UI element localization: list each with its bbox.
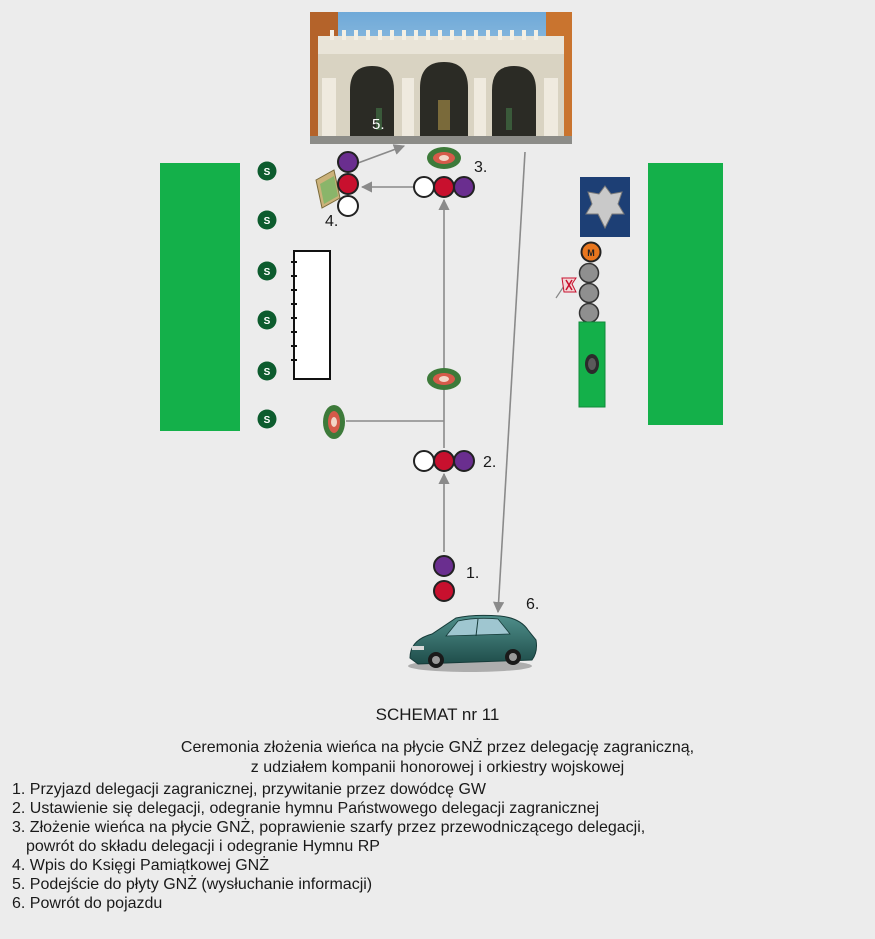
step-marker-2: 2.: [483, 454, 496, 471]
svg-text:S: S: [264, 367, 271, 378]
step-item: 1. Przyjazd delegacji zagranicznej, przy…: [12, 780, 872, 799]
step-marker-3: 3.: [474, 159, 487, 176]
step-marker-1: 1.: [466, 565, 479, 582]
flag-icon: [556, 278, 576, 298]
step-item: 4. Wpis do Księgi Pamiątkowej GNŻ: [12, 856, 872, 875]
step-item: 3. Złożenie wieńca na płycie GNŻ, popraw…: [12, 818, 872, 856]
ceremony-diagram: 5. S S S S S S: [0, 0, 875, 700]
step-marker-5: 5.: [372, 116, 385, 133]
delegation-arrival: [434, 556, 454, 601]
delegation-lineup: [414, 451, 474, 471]
wreath-bearer-icon: [323, 405, 345, 439]
svg-text:S: S: [264, 316, 271, 327]
step-marker-4: 4.: [325, 213, 338, 230]
car-icon: [408, 615, 537, 672]
step-item: 5. Podejście do płyty GNŻ (wysłuchanie i…: [12, 875, 872, 894]
steps-list: 1. Przyjazd delegacji zagranicznej, przy…: [12, 780, 872, 913]
arrow-step4-to-5: [358, 146, 404, 163]
delegation-at-book: [338, 152, 358, 216]
svg-text:S: S: [264, 267, 271, 278]
delegation-at-tomb: [414, 177, 474, 197]
svg-text:S: S: [264, 167, 271, 178]
svg-text:S: S: [264, 415, 271, 426]
schema-title: SCHEMAT nr 11: [0, 705, 875, 725]
honor-company-formation: [291, 251, 330, 379]
guard-badge-icon: S: [258, 410, 277, 429]
svg-text:M: M: [587, 248, 595, 258]
left-lawn: [160, 163, 240, 431]
step-marker-6: 6.: [526, 596, 539, 613]
wreath-icon: [427, 368, 461, 390]
ceremony-title-line2: z udziałem kompanii honorowej i orkiestr…: [0, 759, 875, 777]
drum-icon: [585, 354, 599, 374]
guard-badge-icon: S: [258, 262, 277, 281]
svg-text:S: S: [264, 216, 271, 227]
guard-badge-icon: S: [258, 311, 277, 330]
ceremony-title-line1: Ceremonia złożenia wieńca na płycie GNŻ …: [0, 739, 875, 757]
honor-guard-column: S S S S S S: [258, 162, 277, 429]
step-item: 6. Powrót do pojazdu: [12, 894, 872, 913]
guard-badge-icon: S: [258, 211, 277, 230]
arrow-step5-to-6: [498, 152, 525, 612]
wreath-icon: [427, 147, 461, 169]
step-item: 2. Ustawienie się delegacji, odegranie h…: [12, 799, 872, 818]
tomb-monument-photo: 5.: [310, 12, 572, 144]
eagle-emblem-icon: [580, 177, 630, 237]
right-lawn: [648, 163, 723, 425]
memorial-book-icon: [316, 170, 340, 208]
guard-badge-icon: S: [258, 162, 277, 181]
orchestra-column: M: [579, 243, 605, 408]
orchestra-conductor-icon: M: [582, 243, 601, 262]
guard-badge-icon: S: [258, 362, 277, 381]
